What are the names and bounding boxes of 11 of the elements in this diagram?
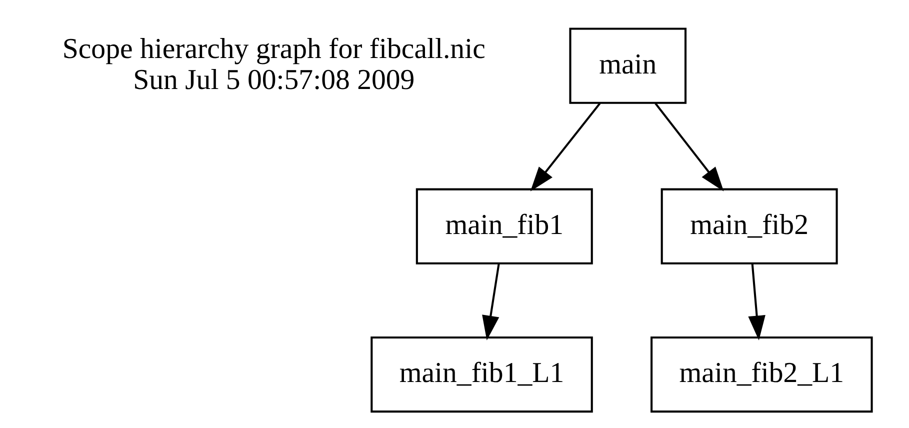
arrow	[482, 264, 500, 340]
arrow	[654, 102, 724, 192]
node-box: main_fib2_L1	[650, 336, 872, 413]
label: Sun Jul 5 00:57:08 2009	[132, 64, 414, 96]
label: Scope hierarchy graph for fibcall.nic	[62, 32, 485, 65]
node-box: main_fib1_L1	[370, 336, 592, 413]
node-box: main_fib2	[660, 188, 838, 264]
arrow	[530, 102, 600, 192]
arrow	[748, 264, 765, 340]
node-box: main_fib1	[415, 188, 592, 264]
node-box: main	[568, 28, 686, 104]
